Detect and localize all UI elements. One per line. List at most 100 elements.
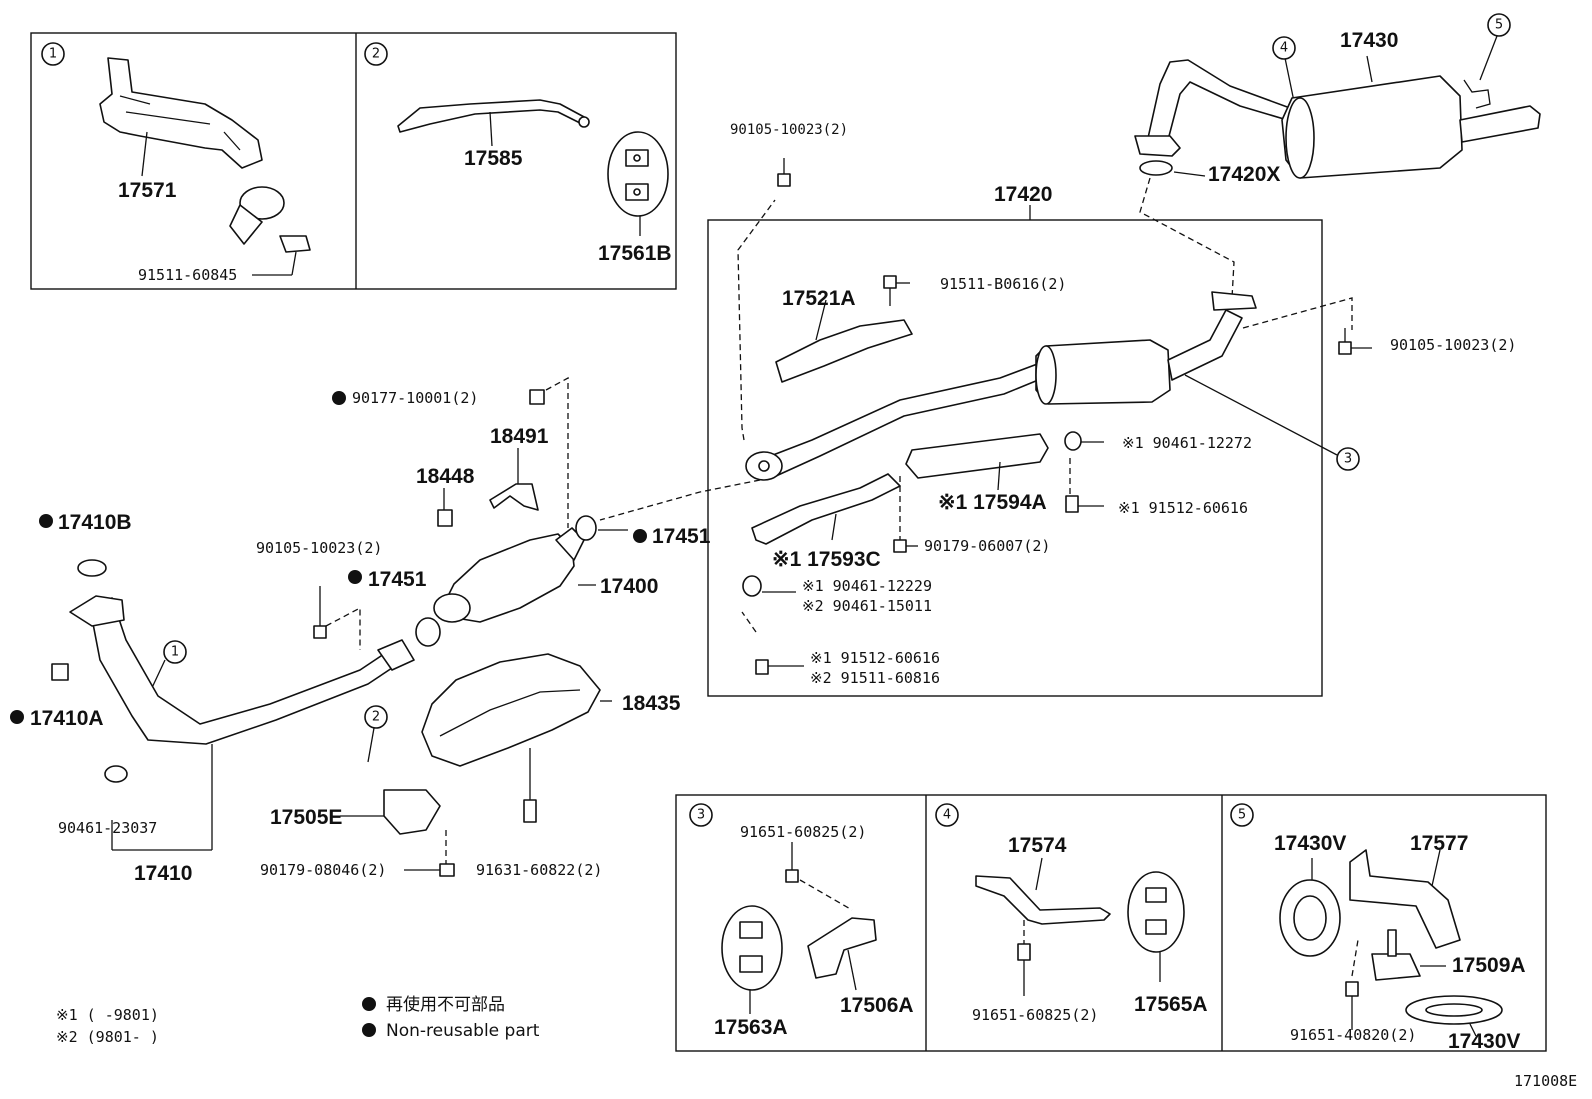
bracket-18491-drawing <box>489 448 539 511</box>
heat-shield-18435-drawing <box>421 653 612 800</box>
connection-line <box>799 879 853 911</box>
part-label-17506A: 17506A <box>840 994 914 1017</box>
bolt-hardware <box>755 659 804 675</box>
part-label-18448: 18448 <box>416 465 475 488</box>
insulator-17593C-drawing <box>751 473 901 545</box>
heat-insulator-17505E-drawing <box>340 789 441 835</box>
inset-panel-bottom-right <box>675 794 1547 1052</box>
bracket-17577-drawing <box>1349 849 1461 949</box>
part-label-90461-12272: ※1 90461-12272 <box>1122 434 1252 452</box>
callout-5-diagram: 5 <box>1479 13 1511 81</box>
legend-dot <box>362 997 376 1011</box>
gasket-17430V-top-drawing <box>1279 858 1341 957</box>
part-label-17410B: 17410B <box>58 511 132 534</box>
part-label-90461-23037: 90461-23037 <box>58 819 157 837</box>
non-reusable-dot <box>332 391 346 405</box>
part-label-90105-10023-top: 90105-10023(2) <box>730 122 848 138</box>
legend-note-1: ※1 ( -9801) <box>56 1006 159 1024</box>
part-label-17451-left: 17451 <box>368 568 427 591</box>
part-label-17451-right: 17451 <box>652 525 711 548</box>
part-label-17563A: 17563A <box>714 1016 788 1039</box>
bolt-hardware <box>883 275 910 306</box>
part-label-91631-60822: 91631-60822(2) <box>476 861 602 879</box>
clip-90461-23037-drawing <box>104 765 128 783</box>
sensor-18448-drawing <box>437 488 453 527</box>
connection-line <box>1139 177 1235 299</box>
callout-5-inset: 5 <box>1230 803 1254 827</box>
part-label-17574: 17574 <box>1008 834 1067 857</box>
connection-line <box>325 606 361 650</box>
figure-code: 171008E <box>1514 1072 1577 1090</box>
gasket-17451-right-drawing <box>575 515 628 541</box>
bolt-hardware <box>523 799 537 823</box>
svg-text:3: 3 <box>697 808 705 823</box>
part-label-17509A: 17509A <box>1452 954 1526 977</box>
part-label-17400: 17400 <box>600 575 658 598</box>
non-reusable-dot <box>10 710 24 724</box>
rubber-block-17509A-drawing <box>1371 929 1446 981</box>
clip-hardware <box>742 575 796 597</box>
svg-text:2: 2 <box>372 47 380 62</box>
svg-text:3: 3 <box>1344 452 1352 467</box>
gasket-17420X-drawing <box>1139 160 1206 177</box>
bolt-hardware <box>1338 328 1372 355</box>
part-label-17593C: ※1 17593C <box>772 548 881 571</box>
part-label-91651-60825-b: 91651-60825(2) <box>972 1006 1098 1024</box>
bolt-hardware <box>313 586 327 639</box>
legend-dot <box>362 1023 376 1037</box>
svg-text:4: 4 <box>1280 41 1288 56</box>
tail-pipe-17420-drawing <box>745 291 1257 481</box>
part-label-18435: 18435 <box>622 692 681 715</box>
non-reusable-dot <box>633 529 647 543</box>
part-label-17505E: 17505E <box>270 806 342 829</box>
bolt-hardware <box>1345 981 1359 1030</box>
part-label-17571: 17571 <box>118 179 177 202</box>
svg-text:5: 5 <box>1238 808 1246 823</box>
part-label-17420X: 17420X <box>1208 163 1280 186</box>
part-label-18491: 18491 <box>490 425 549 448</box>
part-label-90179-08046: 90179-08046(2) <box>260 861 386 879</box>
hanger-17574-drawing <box>975 857 1111 925</box>
part-label-91651-40820: 91651-40820(2) <box>1290 1026 1416 1044</box>
rear-muffler-17430-drawing <box>1134 55 1541 179</box>
front-pipe-17410-drawing <box>69 595 441 851</box>
svg-text:4: 4 <box>943 808 951 823</box>
svg-text:1: 1 <box>171 645 179 660</box>
hanger-17585-drawing <box>397 99 590 147</box>
insulator-17594A-drawing <box>905 433 1049 491</box>
part-label-91651-60825-a: 91651-60825(2) <box>740 823 866 841</box>
connection-line <box>1351 939 1359 977</box>
callout-4-inset: 4 <box>935 803 959 827</box>
part-label-17410A: 17410A <box>30 707 104 730</box>
part-label-91511-60845: 91511-60845 <box>138 266 237 284</box>
part-label-17585: 17585 <box>464 147 523 170</box>
connection-line <box>599 479 761 521</box>
connection-line <box>1242 297 1353 330</box>
part-label-90105-10023-left: 90105-10023(2) <box>256 539 382 557</box>
callout-4-diagram: 4 <box>1272 36 1298 117</box>
heat-insulator-17521A-drawing <box>775 299 913 383</box>
nut-hardware <box>404 863 455 877</box>
part-label-17420: 17420 <box>994 183 1052 206</box>
part-label-17430V-bottom: 17430V <box>1448 1030 1520 1053</box>
non-reusable-dot <box>348 570 362 584</box>
rubber-mount-17563A-drawing <box>721 905 783 1014</box>
callout-2-diagram: 2 <box>364 705 388 763</box>
bolt-hardware <box>777 158 791 187</box>
gasket-17430V-bottom-drawing <box>1405 995 1503 1037</box>
part-label-17577: 17577 <box>1410 832 1468 855</box>
bracket-17506A-drawing <box>807 917 877 991</box>
part-label-17561B: 17561B <box>598 242 672 265</box>
rubber-mount-17565A-drawing <box>1127 871 1185 982</box>
callout-3-inset: 3 <box>689 803 713 827</box>
part-label-91512-60616-b: ※1 91512-60616 <box>810 649 940 667</box>
grommet-hardware <box>1064 431 1104 451</box>
bolt-hardware <box>1065 495 1104 513</box>
part-label-90461-15011: ※2 90461-15011 <box>802 597 932 615</box>
part-label-17430V-top: 17430V <box>1274 832 1346 855</box>
part-label-91511-60816: ※2 91511-60816 <box>810 669 940 687</box>
catalytic-converter-17400-drawing <box>433 527 596 623</box>
callout-3-diagram: 3 <box>1184 374 1360 471</box>
part-label-90105-10023-right: 90105-10023(2) <box>1390 336 1516 354</box>
